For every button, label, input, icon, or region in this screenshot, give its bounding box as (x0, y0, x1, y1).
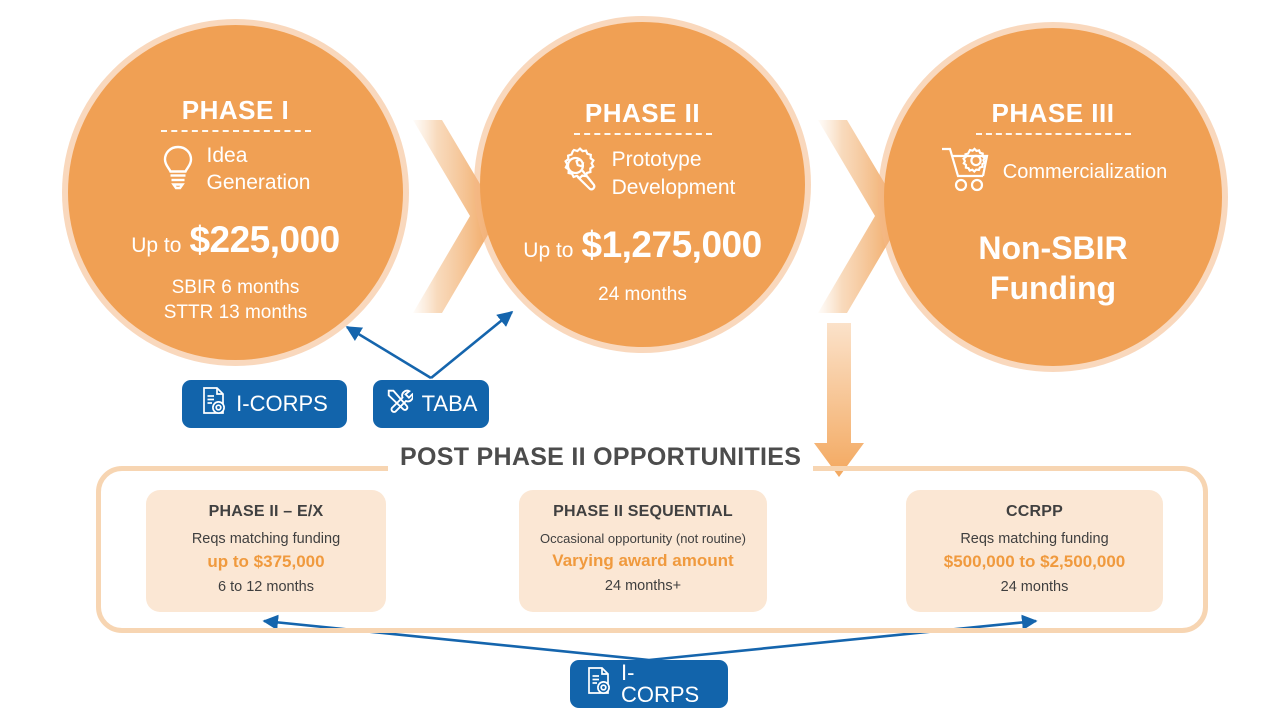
document-gear-icon (586, 666, 612, 702)
post-phase-card-2-line: Occasional opportunity (not routine) (540, 531, 746, 546)
post-phase-card-1-title: PHASE II – E/X (208, 503, 324, 520)
phase-1-amount-prefix: Up to (131, 233, 182, 257)
post-phase-card-3[interactable]: CCRPP Reqs matching funding $500,000 to … (906, 490, 1163, 612)
taba-connector-arrows (345, 310, 514, 380)
phase-1-duration: SBIR 6 months STTR 13 months (163, 276, 308, 324)
phase-2-duration: 24 months (598, 284, 687, 305)
icorps-badge-bottom-label: I-CORPS (621, 659, 700, 707)
screwdriver-wrench-icon (385, 386, 414, 422)
post-phase-card-1-duration: 6 to 12 months (218, 579, 314, 595)
icorps-badge-top-label: I-CORPS (236, 390, 328, 416)
down-arrow-icon (814, 323, 864, 477)
phase-2-icon-label: Prototype Development (611, 148, 736, 199)
phase-3-divider (975, 133, 1131, 135)
phase-1-title: PHASE I (181, 95, 290, 125)
phase-1-amount-row: Up to $225,000 (131, 219, 340, 261)
phase-1-icon-row: Idea Generation (161, 142, 311, 197)
lightbulb-icon (161, 144, 195, 195)
icorps-badge-bottom[interactable]: I-CORPS (570, 660, 728, 708)
phase-3-icon-row: Commercialization (939, 145, 1168, 198)
post-phase-title: POST PHASE II OPPORTUNITIES (388, 443, 814, 472)
post-phase-card-3-duration: 24 months (1000, 579, 1069, 595)
gear-wrench-icon (550, 145, 602, 202)
cart-gear-icon (939, 145, 995, 198)
post-phase-card-3-amount: $500,000 to $2,500,000 (943, 552, 1126, 571)
phase-1-icon-label: Idea Generation (206, 144, 311, 195)
phase-2-title: PHASE II (584, 98, 701, 128)
phase-1-circle[interactable]: PHASE I Idea Generation Up to $225,000 S… (68, 25, 403, 360)
phase-3-circle[interactable]: PHASE III Commercialization Non-SBIR Fun… (884, 28, 1222, 366)
post-phase-card-2[interactable]: PHASE II SEQUENTIAL Occasional opportuni… (519, 490, 767, 612)
phase-2-circle[interactable]: PHASE II Prototype Development Up to $1,… (480, 22, 805, 347)
phase-2-amount: $1,275,000 (581, 224, 763, 265)
phase-2-amount-prefix: Up to (523, 239, 574, 262)
post-phase-card-3-title: CCRPP (1005, 503, 1063, 520)
phase-2-divider (573, 133, 712, 135)
phase-1-divider (160, 130, 311, 132)
post-phase-card-3-line: Reqs matching funding (960, 531, 1109, 547)
phase-1-amount: $225,000 (189, 218, 340, 260)
phase-3-title: PHASE III (991, 98, 1115, 128)
phase-3-big-text: Non-SBIR Funding (978, 230, 1128, 306)
post-phase-card-1[interactable]: PHASE II – E/X Reqs matching funding up … (146, 490, 386, 612)
post-phase-card-2-duration: 24 months+ (604, 578, 682, 594)
post-phase-card-2-amount: Varying award amount (552, 551, 734, 570)
phase-2-icon-row: Prototype Development (550, 145, 736, 202)
post-phase-card-2-title: PHASE II SEQUENTIAL (553, 503, 733, 520)
icorps-badge-top[interactable]: I-CORPS (182, 380, 347, 428)
taba-badge[interactable]: TABA (373, 380, 489, 428)
phase-3-icon-label: Commercialization (1002, 160, 1168, 183)
post-phase-card-1-line: Reqs matching funding (191, 531, 341, 547)
phase-2-amount-row: Up to $1,275,000 (523, 224, 763, 266)
post-phase-card-1-amount: up to $375,000 (207, 552, 325, 571)
document-gear-icon (201, 386, 227, 422)
taba-badge-label: TABA (421, 390, 478, 416)
